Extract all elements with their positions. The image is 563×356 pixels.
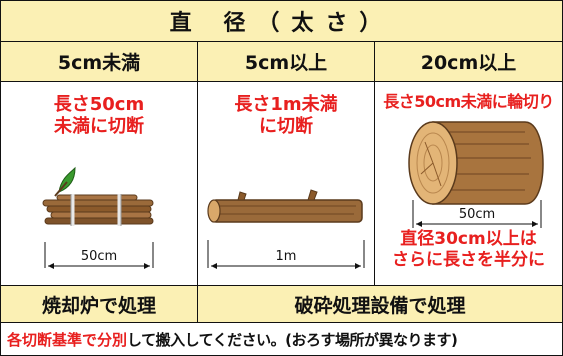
note-line: に切断	[259, 115, 313, 137]
note-line: 直径30cm以上は	[400, 229, 537, 249]
footer-text: して搬入してください。(おろす場所が異なります)	[127, 330, 458, 349]
disposal-method-row: 焼却炉で処理 破砕処理設備で処理	[1, 286, 562, 323]
category-5cm-plus: 5cm以上	[198, 42, 375, 81]
table-header: 直 径（太さ）	[1, 1, 562, 42]
category-label: 20cm以上	[420, 52, 517, 74]
size-category-row: 5cm未満 5cm以上 20cm以上	[1, 42, 562, 82]
header-title: 直 径（太さ）	[169, 11, 394, 36]
instruction-row: 長さ50cm 未満に切断	[1, 82, 562, 286]
category-20cm-plus: 20cm以上	[375, 42, 562, 81]
footer-highlight: 各切断基準で分別	[7, 330, 128, 349]
incinerator-cell: 焼却炉で処理	[1, 286, 198, 322]
col-trunk: 長さ50cm未満に輪切り 50cm 直径30cm以上は さらに長さを半分に	[375, 82, 562, 285]
dimension-label: 50cm	[459, 207, 495, 222]
category-under-5cm: 5cm未満	[1, 42, 198, 81]
category-label: 5cm未満	[57, 52, 141, 74]
note-line: 長さ1m未満	[234, 94, 338, 115]
branch-bundle-illustration: 50cm	[42, 166, 154, 269]
note-line: 未満に切断	[54, 115, 144, 137]
log-cut-note: 長さ1m未満 に切断	[198, 94, 374, 137]
dimension-label: 1m	[276, 249, 297, 264]
category-label: 5cm以上	[244, 52, 328, 74]
branch-cut-note: 長さ50cm 未満に切断	[1, 94, 197, 137]
col-branches: 長さ50cm 未満に切断	[1, 82, 198, 285]
dimension-label: 50cm	[81, 249, 117, 264]
col-log: 長さ1m未満 に切断 1m	[198, 82, 375, 285]
crusher-cell: 破砕処理設備で処理	[198, 286, 562, 322]
note-line: 長さ50cm	[53, 94, 145, 115]
log-illustration: 1m	[207, 189, 365, 269]
note-line: さらに長さを半分に	[392, 250, 545, 271]
trunk-cut-note: 長さ50cm未満に輪切り	[383, 92, 554, 111]
crusher-label: 破砕処理設備で処理	[294, 294, 466, 317]
thick-trunk-note: 直径30cm以上は さらに長さを半分に	[375, 229, 562, 272]
incinerator-label: 焼却炉で処理	[41, 294, 156, 317]
trunk-illustration: 50cm	[408, 121, 544, 228]
footer-note: 各切断基準で分別して搬入してください。(おろす場所が異なります)	[1, 323, 562, 355]
